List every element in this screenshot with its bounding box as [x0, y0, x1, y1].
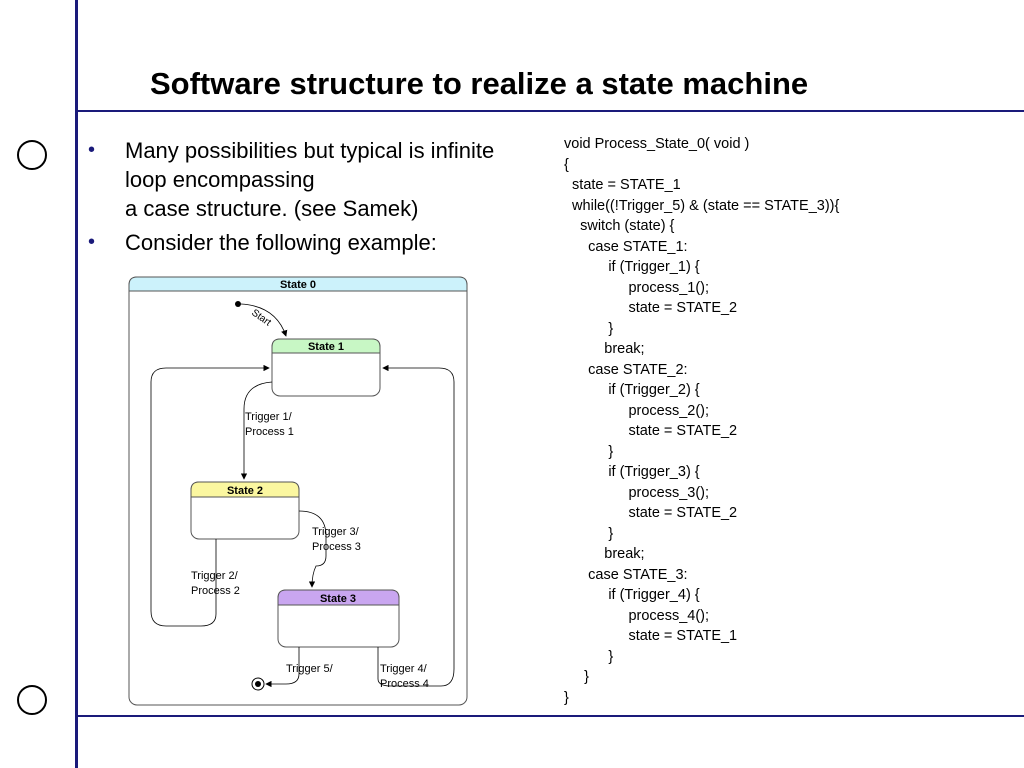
code-listing: void Process_State_0( void ) { state = S…	[564, 134, 839, 708]
state-3-box: State 3	[277, 589, 400, 648]
transition-2-label-1: Trigger 2/	[191, 570, 239, 582]
state-3-label: State 3	[320, 593, 356, 605]
state-diagram: State 0 State 1 State 2 State 3 Start Tr…	[128, 276, 468, 706]
transition-1-label-1: Trigger 1/	[245, 411, 293, 423]
code-line: if (Trigger_3) {	[564, 464, 700, 480]
transition-2-label-2: Process 2	[191, 585, 240, 597]
start-arrow	[240, 303, 288, 337]
code-line: state = STATE_1	[564, 628, 738, 644]
slide-title: Software structure to realize a state ma…	[150, 66, 809, 101]
footer-divider	[75, 715, 1024, 717]
bullet-text: Many possibilities but typical is infini…	[125, 138, 495, 221]
code-line: while((!Trigger_5) & (state == STATE_3))…	[564, 197, 840, 214]
transition-5-label: Trigger 5/	[286, 663, 334, 675]
code-line: if (Trigger_4) {	[564, 587, 700, 603]
code-line: }	[564, 648, 614, 665]
code-line: }	[564, 669, 589, 685]
code-line: if (Trigger_1) {	[564, 259, 700, 275]
code-line: process_1();	[564, 279, 710, 296]
circle-decoration-top	[17, 140, 47, 170]
state-1-box: State 1	[271, 338, 381, 397]
transition-4-label-1: Trigger 4/	[380, 663, 428, 675]
code-line: state = STATE_2	[564, 300, 738, 316]
start-node	[235, 301, 241, 307]
transition-3-label-1: Trigger 3/	[312, 526, 360, 538]
transition-2-arrow	[150, 364, 270, 627]
code-line: case STATE_3:	[564, 566, 688, 583]
transition-1-arrow	[240, 381, 273, 480]
code-line: }	[564, 443, 614, 460]
bullet-text: Consider the following example:	[125, 230, 437, 255]
state-0-label: State 0	[280, 279, 316, 291]
bullet-list: • Many possibilities but typical is infi…	[88, 136, 508, 262]
code-line: case STATE_2:	[564, 361, 688, 378]
code-line: process_2();	[564, 402, 710, 419]
state-2-label: State 2	[227, 485, 263, 497]
code-line: process_3();	[564, 484, 710, 501]
transition-3-arrow	[298, 510, 327, 588]
transition-1-label-2: Process 1	[245, 426, 294, 438]
state-1-label: State 1	[308, 341, 344, 353]
state-2-box: State 2	[190, 481, 300, 540]
code-line: process_4();	[564, 607, 710, 624]
code-line: if (Trigger_2) {	[564, 382, 700, 398]
transition-4-label-2: Process 4	[380, 678, 429, 690]
vertical-rule	[75, 0, 78, 768]
transition-5-arrow	[265, 647, 300, 688]
transition-3-label-2: Process 3	[312, 541, 361, 553]
bullet-item: • Consider the following example:	[88, 228, 508, 257]
code-line: void Process_State_0( void )	[564, 136, 750, 152]
code-line: switch (state) {	[564, 218, 675, 234]
code-line: }	[564, 320, 614, 337]
circle-decoration-bottom	[17, 685, 47, 715]
transition-4-arrow	[377, 364, 455, 687]
bullet-item: • Many possibilities but typical is infi…	[88, 136, 508, 223]
code-line: state = STATE_2	[564, 505, 738, 521]
code-line: }	[564, 689, 569, 706]
code-line: break;	[564, 341, 645, 357]
code-line: break;	[564, 546, 645, 562]
code-line: state = STATE_2	[564, 423, 738, 439]
end-node	[251, 677, 265, 691]
bullet-icon: •	[88, 231, 96, 253]
title-divider	[75, 110, 1024, 112]
code-line: case STATE_1:	[564, 238, 688, 255]
code-line: state = STATE_1	[564, 177, 681, 193]
code-line: {	[564, 156, 569, 173]
code-line: }	[564, 525, 614, 542]
bullet-icon: •	[88, 139, 96, 161]
